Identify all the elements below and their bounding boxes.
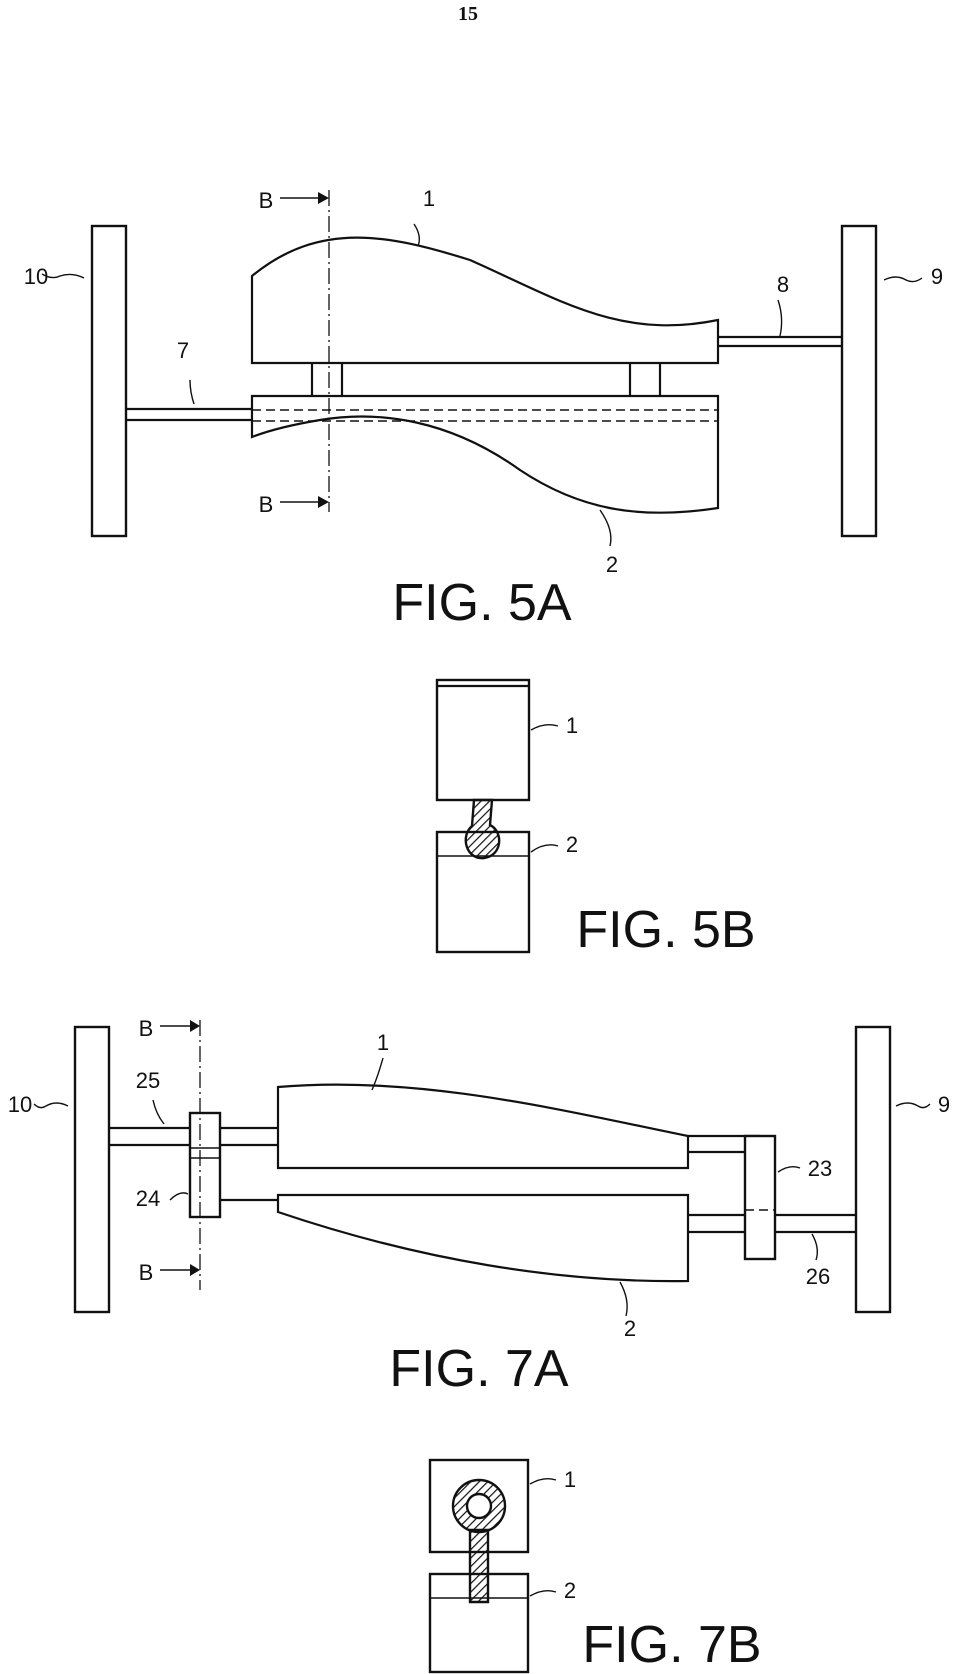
svg-text:10: 10 xyxy=(8,1092,32,1117)
upper-part-section xyxy=(435,678,531,802)
svg-text:1: 1 xyxy=(566,713,578,738)
svg-text:2: 2 xyxy=(564,1578,576,1603)
svg-text:8: 8 xyxy=(777,272,789,297)
figure-5a: B B 1 2 7 8 9 10 FIG. 5A xyxy=(24,186,943,632)
right-coupling xyxy=(743,1134,777,1261)
left-end-plate xyxy=(73,1025,111,1314)
left-end-plate xyxy=(90,224,128,538)
svg-text:B: B xyxy=(259,492,274,517)
neck-connector xyxy=(468,1528,490,1604)
svg-text:26: 26 xyxy=(806,1264,830,1289)
left-coupling xyxy=(188,1111,222,1219)
figure-caption: FIG. 7A xyxy=(389,1340,568,1398)
upper-rotor-part xyxy=(276,1083,690,1170)
svg-text:2: 2 xyxy=(606,552,618,577)
lower-rotor-part xyxy=(276,1193,690,1283)
svg-text:24: 24 xyxy=(136,1186,160,1211)
svg-text:1: 1 xyxy=(377,1030,389,1055)
svg-text:7: 7 xyxy=(177,338,189,363)
right-end-plate xyxy=(854,1025,892,1314)
figure-7a: B B 1 2 10 9 25 24 23 26 FIG. 7A xyxy=(8,1016,950,1398)
neck-connector xyxy=(464,798,501,860)
page-number: 15 xyxy=(458,3,478,25)
svg-text:2: 2 xyxy=(566,832,578,857)
hub-ring xyxy=(451,1478,507,1534)
svg-text:B: B xyxy=(139,1260,154,1285)
figure-caption: FIG. 5A xyxy=(392,574,571,632)
upper-rotor-part xyxy=(250,236,720,365)
figure-caption: FIG. 5B xyxy=(576,901,755,959)
figure-7b: 1 2 FIG. 7B xyxy=(428,1458,762,1674)
right-end-plate xyxy=(840,224,878,538)
svg-text:1: 1 xyxy=(564,1467,576,1492)
svg-text:2: 2 xyxy=(624,1316,636,1341)
lower-rotor-part xyxy=(250,394,720,514)
svg-text:10: 10 xyxy=(24,264,48,289)
svg-text:B: B xyxy=(139,1016,154,1041)
svg-text:23: 23 xyxy=(808,1156,832,1181)
svg-text:9: 9 xyxy=(938,1092,950,1117)
figure-caption: FIG. 7B xyxy=(582,1616,761,1674)
figure-5b: 1 2 FIG. 5B xyxy=(435,678,756,959)
svg-text:25: 25 xyxy=(136,1068,160,1093)
svg-text:9: 9 xyxy=(931,264,943,289)
svg-text:1: 1 xyxy=(423,186,435,211)
svg-text:B: B xyxy=(259,188,274,213)
